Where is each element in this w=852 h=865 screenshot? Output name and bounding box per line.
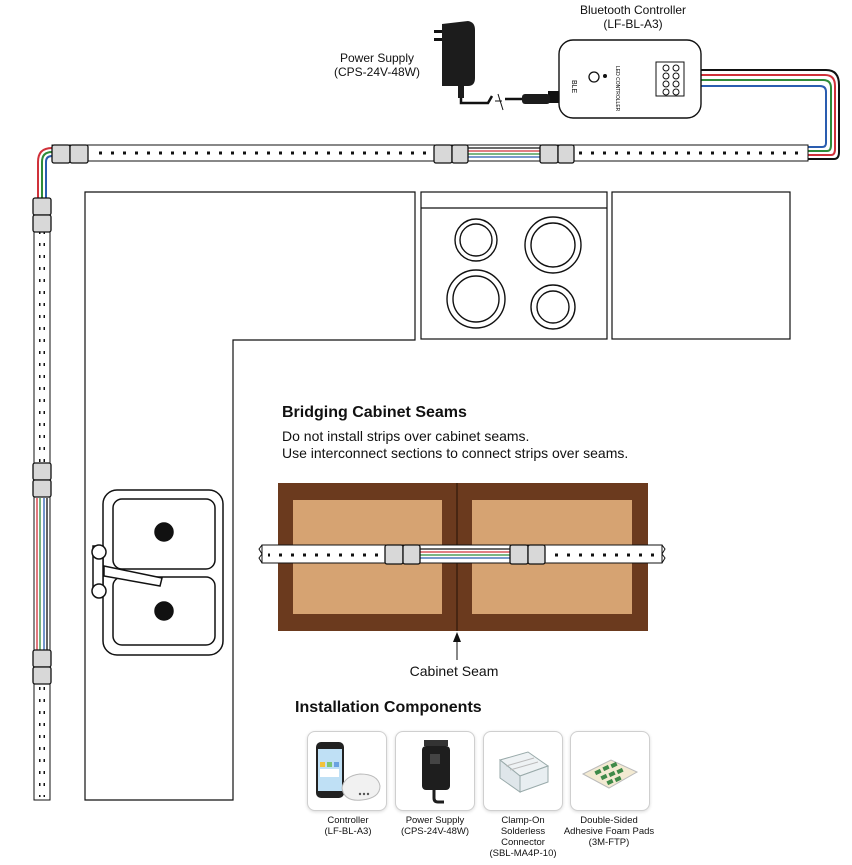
caption-power-model: (CPS-24V-48W) (400, 826, 470, 837)
rgb-wire-corner (37, 147, 53, 205)
bridging-line-2: Use interconnect sections to connect str… (282, 445, 629, 461)
caption-controller-name: Controller (327, 815, 369, 826)
rgb-wire-right (700, 69, 840, 160)
components-heading: Installation Components (295, 699, 482, 716)
caption-connector: Clamp-On Solderless Connector (SBL-MA4P-… (467, 815, 579, 859)
cooktop (420, 191, 608, 340)
controller-title: Bluetooth Controller (579, 3, 687, 17)
component-card-controller (307, 731, 387, 811)
bridging-heading: Bridging Cabinet Seams (282, 404, 467, 421)
clamp-connectors (32, 144, 575, 685)
burners (446, 216, 582, 330)
caption-connector-model: (SBL-MA4P-10) (489, 848, 557, 859)
caption-connector-name: Clamp-On Solderless Connector (500, 815, 546, 848)
caption-power-name: Power Supply (405, 815, 465, 826)
caption-power: Power Supply (CPS-24V-48W) (380, 815, 490, 837)
power-adapter-icon (422, 740, 450, 804)
right-cabinet (611, 191, 791, 340)
bluetooth-controller-drawing: BLE LED CONTROLLER (548, 39, 702, 119)
caption-controller: Controller (LF-BL-A3) (293, 815, 403, 837)
power-supply-label: Power Supply (CPS-24V-48W) (322, 51, 432, 79)
cabinet-seam-illustration (258, 483, 666, 660)
foam-pad-icon (581, 759, 639, 789)
interconnect-wire-left (36, 498, 48, 650)
component-card-connector (483, 731, 563, 811)
power-title: Power Supply (339, 51, 415, 65)
caption-foam: Double-Sided Adhesive Foam Pads (3M-FTP) (554, 815, 664, 848)
interconnect-wire-top (468, 147, 540, 158)
sink (91, 489, 224, 656)
caption-foam-model: (3M-FTP) (588, 837, 630, 848)
cabinet-seam-label: Cabinet Seam (409, 663, 499, 679)
svg-text:BLE: BLE (570, 80, 577, 94)
component-card-foam-pads (570, 731, 650, 811)
caption-controller-model: (LF-BL-A3) (324, 826, 372, 837)
caption-foam-name: Double-Sided Adhesive Foam Pads (563, 815, 655, 837)
controller-phone-icon (316, 742, 381, 801)
controller-model: (LF-BL-A3) (603, 17, 663, 31)
power-model: (CPS-24V-48W) (333, 65, 421, 79)
svg-text:LED CONTROLLER: LED CONTROLLER (614, 66, 620, 112)
bridging-line-1: Do not install strips over cabinet seams… (282, 428, 530, 444)
connector-icon (498, 751, 550, 793)
controller-label: Bluetooth Controller (LF-BL-A3) (568, 3, 698, 31)
power-supply-drawing (434, 21, 550, 111)
component-card-power (395, 731, 475, 811)
